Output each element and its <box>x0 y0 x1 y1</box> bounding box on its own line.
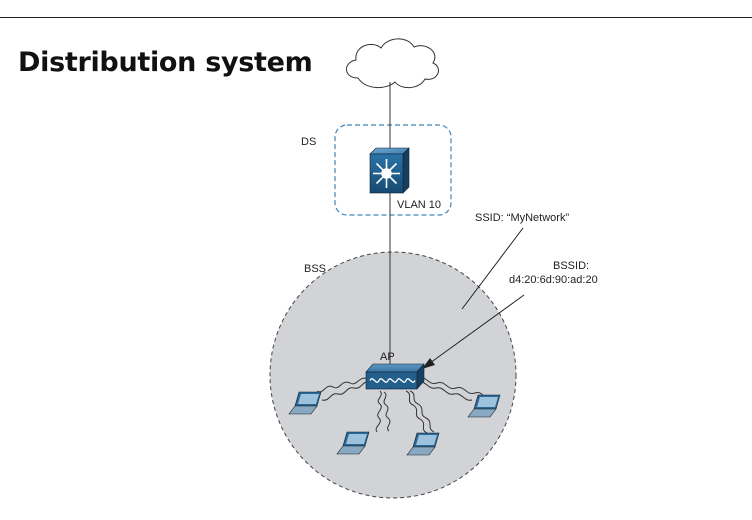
bssid-arrowhead <box>422 358 435 369</box>
ap-label: AP <box>380 351 395 363</box>
vlan-label: VLAN 10 <box>397 199 441 211</box>
multilayer-switch-icon <box>369 147 410 194</box>
slide-title: Distribution system <box>18 47 313 78</box>
ssid-label: SSID: “MyNetwork” <box>475 212 569 224</box>
laptop-icon <box>467 394 501 418</box>
access-point-icon <box>365 363 425 390</box>
bssid-pointer <box>429 294 525 364</box>
ds-boundary <box>334 124 452 216</box>
ds-label: DS <box>301 136 316 148</box>
laptop-icon <box>336 431 370 455</box>
bss-label: BSS <box>304 263 326 275</box>
ssid-pointer <box>461 227 524 310</box>
bssid-value: d4:20:6d:90:ad:20 <box>509 274 598 286</box>
bssid-label: BSSID: <box>553 260 589 272</box>
laptop-icon <box>288 391 322 415</box>
wireless-links <box>316 376 493 434</box>
top-rule <box>0 17 752 18</box>
cloud-icon <box>346 38 439 89</box>
laptop-icon <box>406 432 440 456</box>
